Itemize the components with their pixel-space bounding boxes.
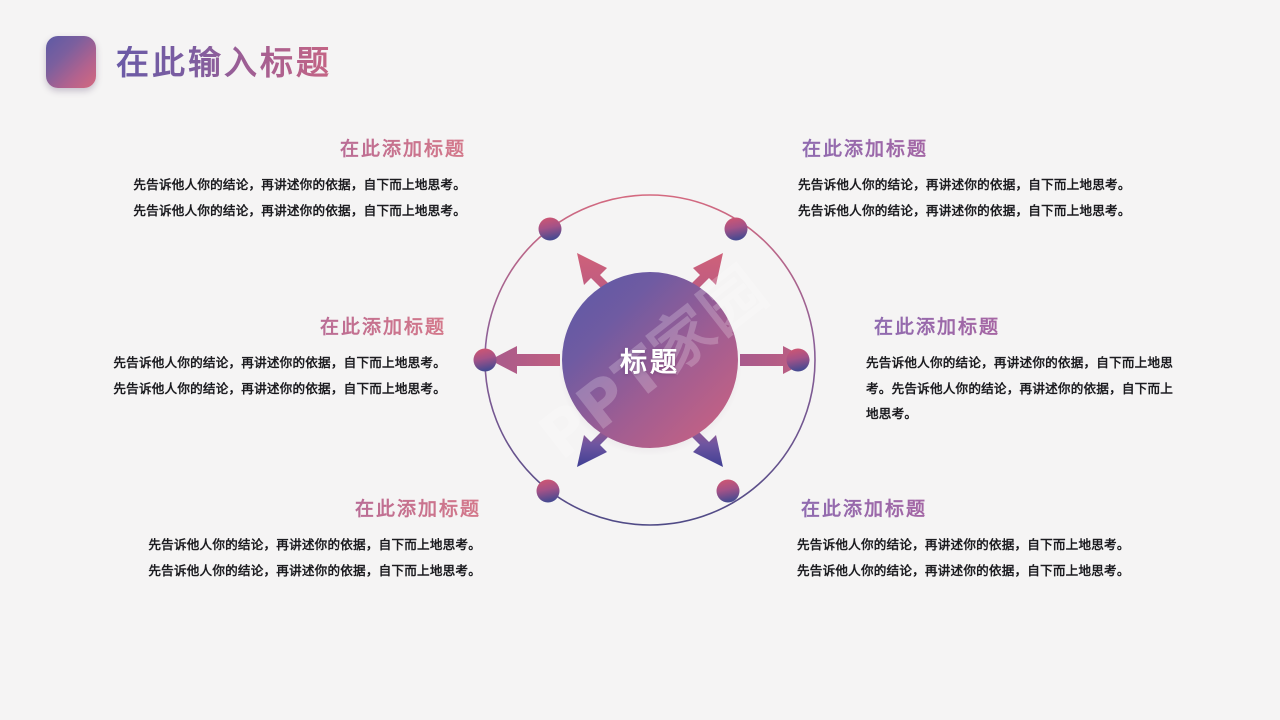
orbit-node-middle-right[interactable]: [786, 348, 810, 372]
page-title: 在此输入标题: [116, 42, 332, 82]
block-title: 在此添加标题: [801, 498, 1137, 521]
content-block-middle-right: 在此添加标题 先告诉他人你的结论，再讲述你的依据，自下而上地思考。先告诉他人你的…: [866, 316, 1178, 427]
orbit-node-top-left[interactable]: [538, 217, 562, 241]
block-body: 先告诉他人你的结论，再讲述你的依据，自下而上地思考。先告诉他人你的结论，再讲述你…: [797, 536, 1130, 578]
block-body: 先告诉他人你的结论，再讲述你的依据，自下而上地思考。先告诉他人你的结论，再讲述你…: [866, 354, 1174, 422]
block-title: 在此添加标题: [106, 316, 446, 339]
content-block-top-right: 在此添加标题 先告诉他人你的结论，再讲述你的依据，自下而上地思考。先告诉他人你的…: [798, 138, 1138, 223]
block-body: 先告诉他人你的结论，再讲述你的依据，自下而上地思考。先告诉他人你的结论，再讲述你…: [798, 176, 1131, 218]
block-title: 在此添加标题: [126, 138, 466, 161]
content-block-top-left: 在此添加标题 先告诉他人你的结论，再讲述你的依据，自下而上地思考。先告诉他人你的…: [126, 138, 466, 223]
orbit-node-top-right[interactable]: [724, 217, 748, 241]
gradient-square-icon: [46, 36, 96, 88]
content-block-bottom-right: 在此添加标题 先告诉他人你的结论，再讲述你的依据，自下而上地思考。先告诉他人你的…: [797, 498, 1137, 583]
block-title: 在此添加标题: [141, 498, 481, 521]
block-body: 先告诉他人你的结论，再讲述你的依据，自下而上地思考。先告诉他人你的结论，再讲述你…: [133, 176, 466, 218]
hub-circle: [562, 272, 738, 448]
block-title: 在此添加标题: [874, 316, 1178, 339]
block-body: 先告诉他人你的结论，再讲述你的依据，自下而上地思考。先告诉他人你的结论，再讲述你…: [113, 354, 446, 396]
slide-header: 在此输入标题: [46, 36, 332, 88]
content-block-middle-left: 在此添加标题 先告诉他人你的结论，再讲述你的依据，自下而上地思考。先告诉他人你的…: [106, 316, 446, 401]
block-title: 在此添加标题: [802, 138, 1138, 161]
content-block-bottom-left: 在此添加标题 先告诉他人你的结论，再讲述你的依据，自下而上地思考。先告诉他人你的…: [141, 498, 481, 583]
orbit-node-middle-left[interactable]: [473, 348, 497, 372]
block-body: 先告诉他人你的结论，再讲述你的依据，自下而上地思考。先告诉他人你的结论，再讲述你…: [148, 536, 481, 578]
orbit-node-bottom-left[interactable]: [536, 479, 560, 503]
spoke-arrow-middle-left: [490, 346, 560, 374]
orbit-node-bottom-right[interactable]: [716, 479, 740, 503]
